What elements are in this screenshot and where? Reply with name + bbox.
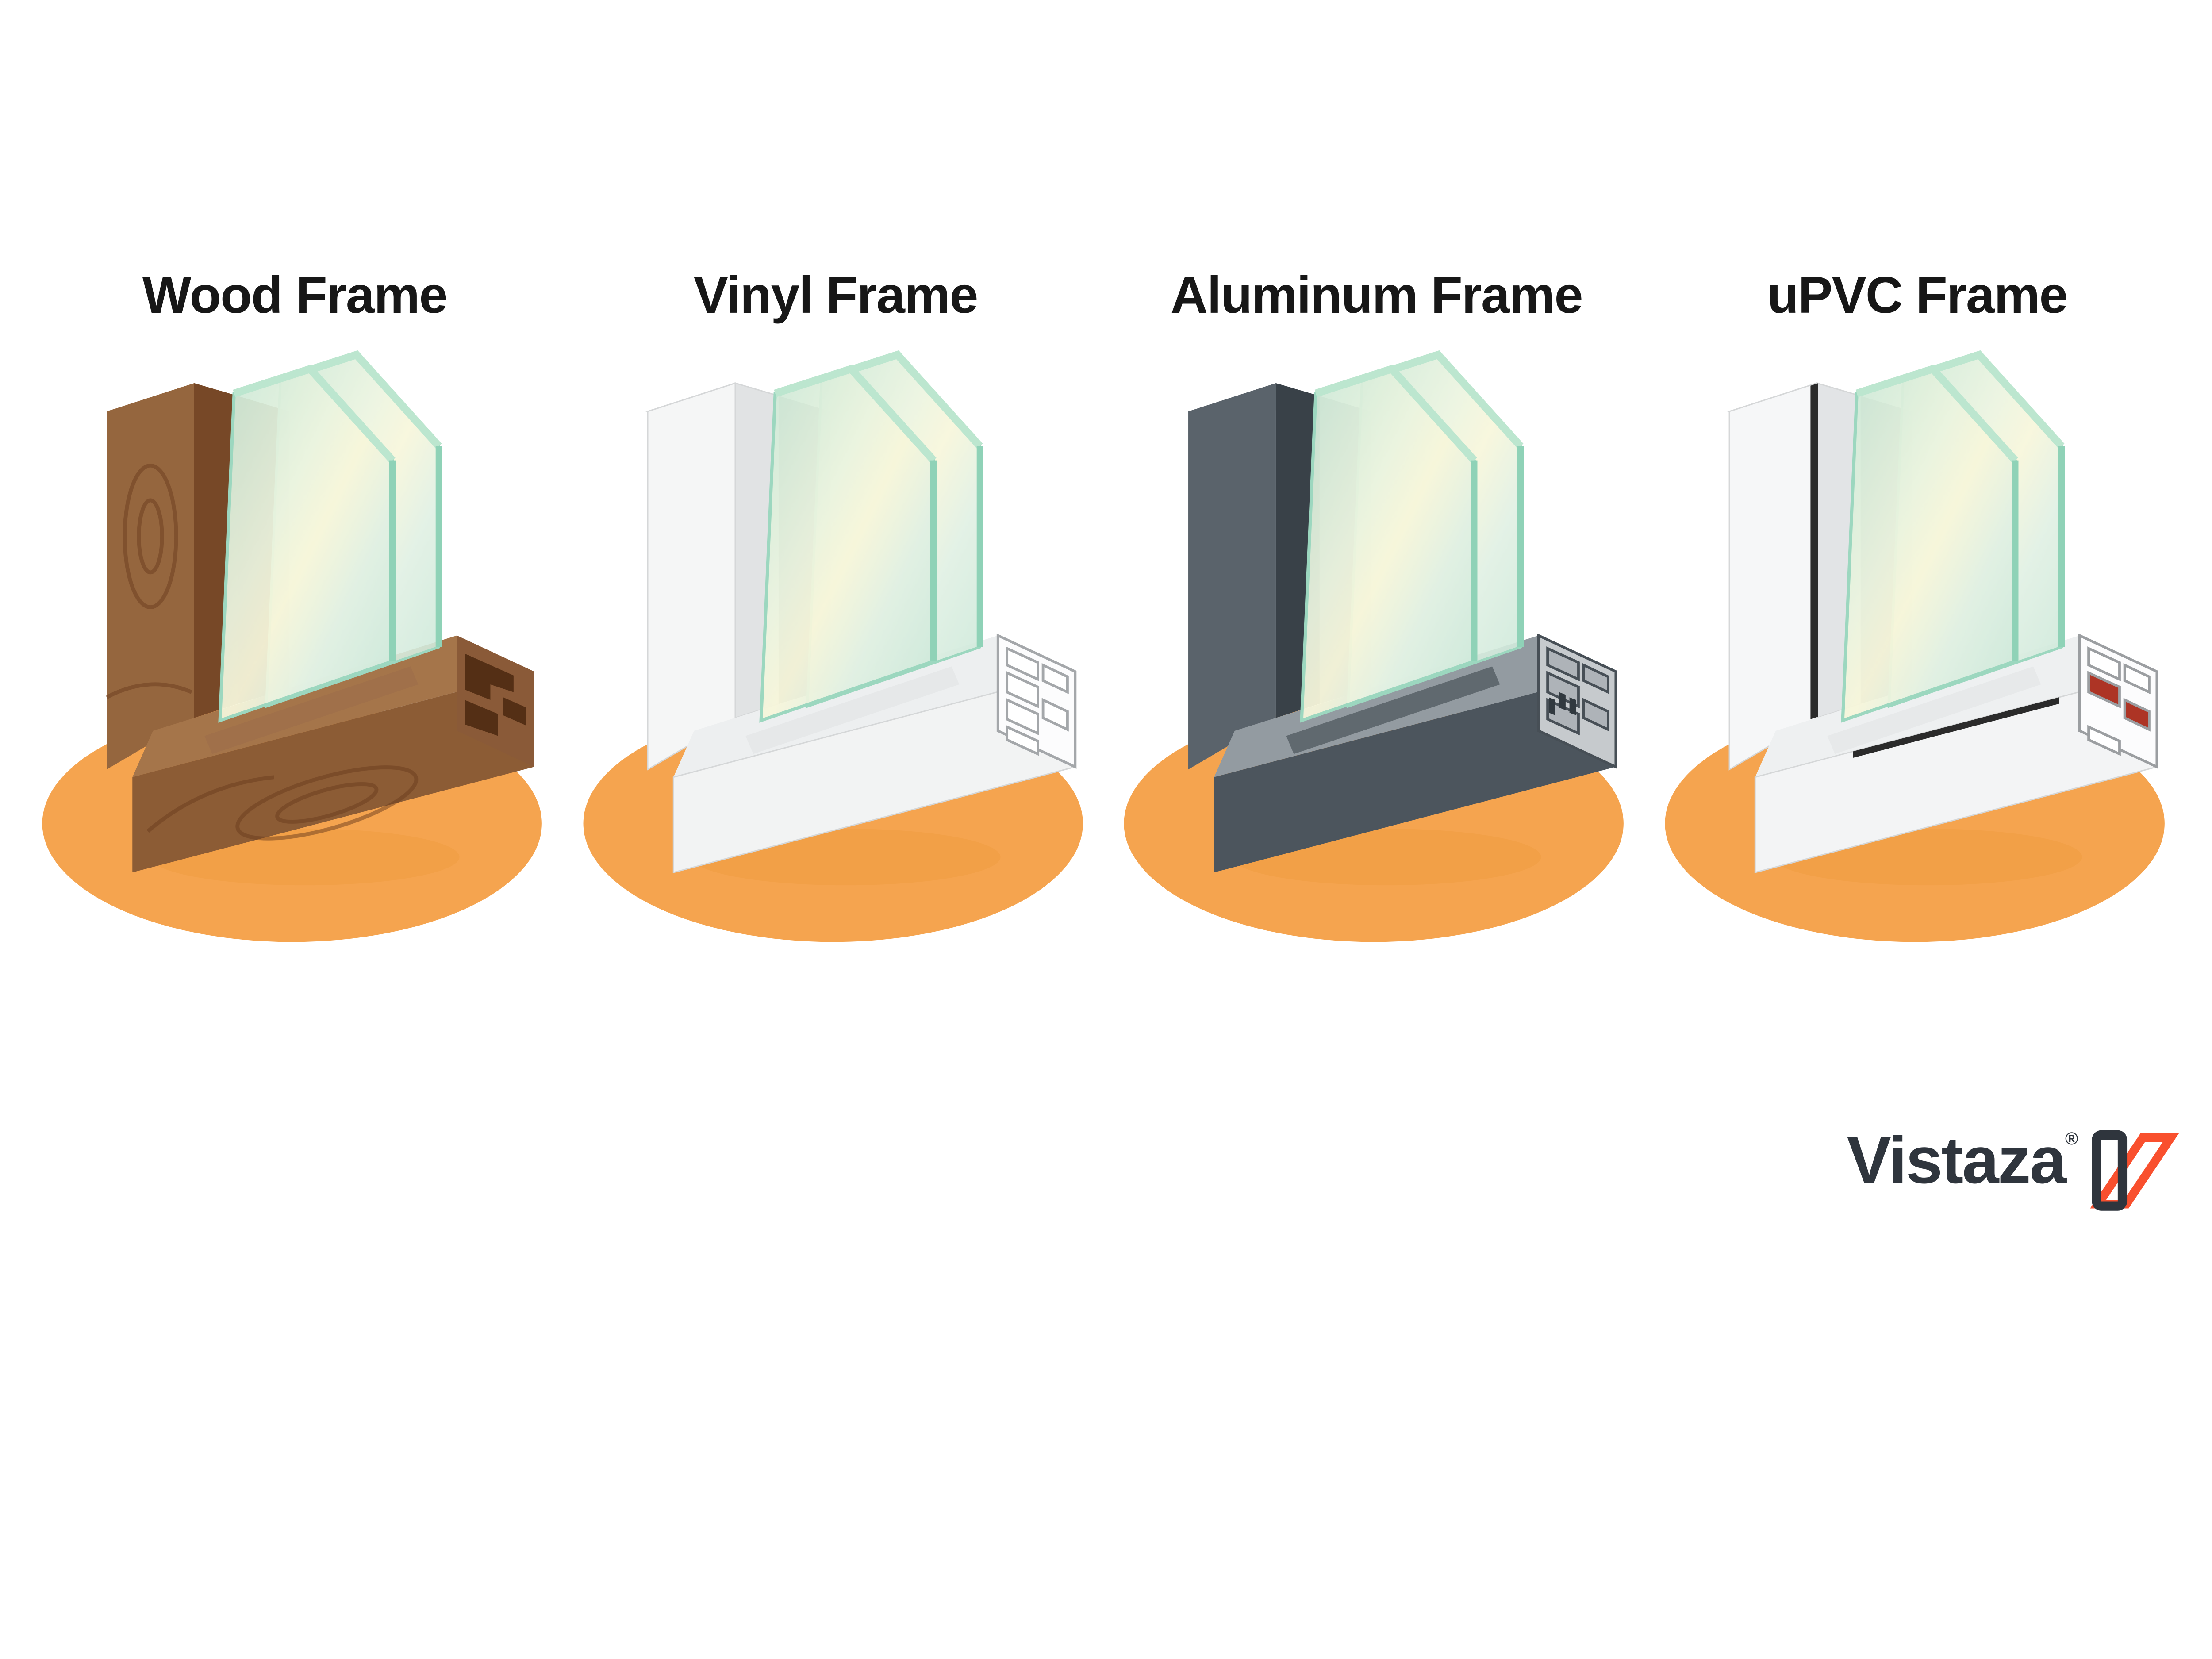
frame-illustration	[42, 350, 542, 942]
frame-illustration	[1665, 350, 2165, 942]
glazing-bead	[745, 666, 960, 754]
glass-pane-front	[218, 365, 396, 723]
logo-dark-bar	[2092, 1130, 2128, 1211]
glass-pane-front	[1841, 365, 2019, 723]
registered-trademark: ®	[2065, 1129, 2078, 1148]
frame-title: Wood Frame	[142, 265, 448, 324]
glazing-bead	[1286, 666, 1500, 754]
vistaza-logo-icon	[2090, 1130, 2179, 1211]
aluminum-section-chambers	[1546, 646, 1610, 736]
thermal-break-fins	[1549, 692, 1576, 716]
glass-pane-front	[759, 365, 937, 723]
vinyl-section-chambers	[1005, 646, 1069, 756]
frame-illustration	[1124, 350, 1624, 942]
infographic-canvas: Wood Frame	[24, 0, 2188, 1244]
frame-card: Vinyl Frame	[565, 0, 1106, 1244]
frame-title: Vinyl Frame	[693, 265, 979, 324]
glazing-bead	[1827, 666, 2041, 754]
frame-title: Aluminum Frame	[1170, 265, 1583, 324]
brand-name: Vistaza	[1847, 1122, 2066, 1197]
jamb-front-face	[647, 382, 736, 771]
brand-logo: Vistaza ®	[1847, 1127, 2181, 1212]
steel-reinforcement	[2087, 671, 2151, 732]
sill-front-face	[1214, 672, 1616, 873]
jamb-front-face	[107, 383, 195, 770]
frame-columns: Wood Frame	[24, 0, 2188, 1244]
glass-pane-front	[1300, 365, 1478, 723]
sill-front-face	[132, 672, 534, 873]
jamb-front-face	[1728, 382, 1818, 771]
frame-card: Aluminum Frame	[1106, 0, 1647, 1244]
frame-illustration	[583, 350, 1083, 942]
upvc-section-details	[1810, 383, 2151, 758]
glazing-bead	[204, 666, 419, 754]
jamb-front-face	[1188, 383, 1276, 770]
logo-orange-slash	[2090, 1133, 2179, 1209]
frame-title: uPVC Frame	[1767, 265, 2068, 324]
frame-card: uPVC Frame	[1647, 0, 2188, 1244]
wood-grain-and-section	[106, 464, 527, 841]
gasket-lines	[1810, 383, 2059, 758]
frame-card: Wood Frame	[24, 0, 565, 1244]
